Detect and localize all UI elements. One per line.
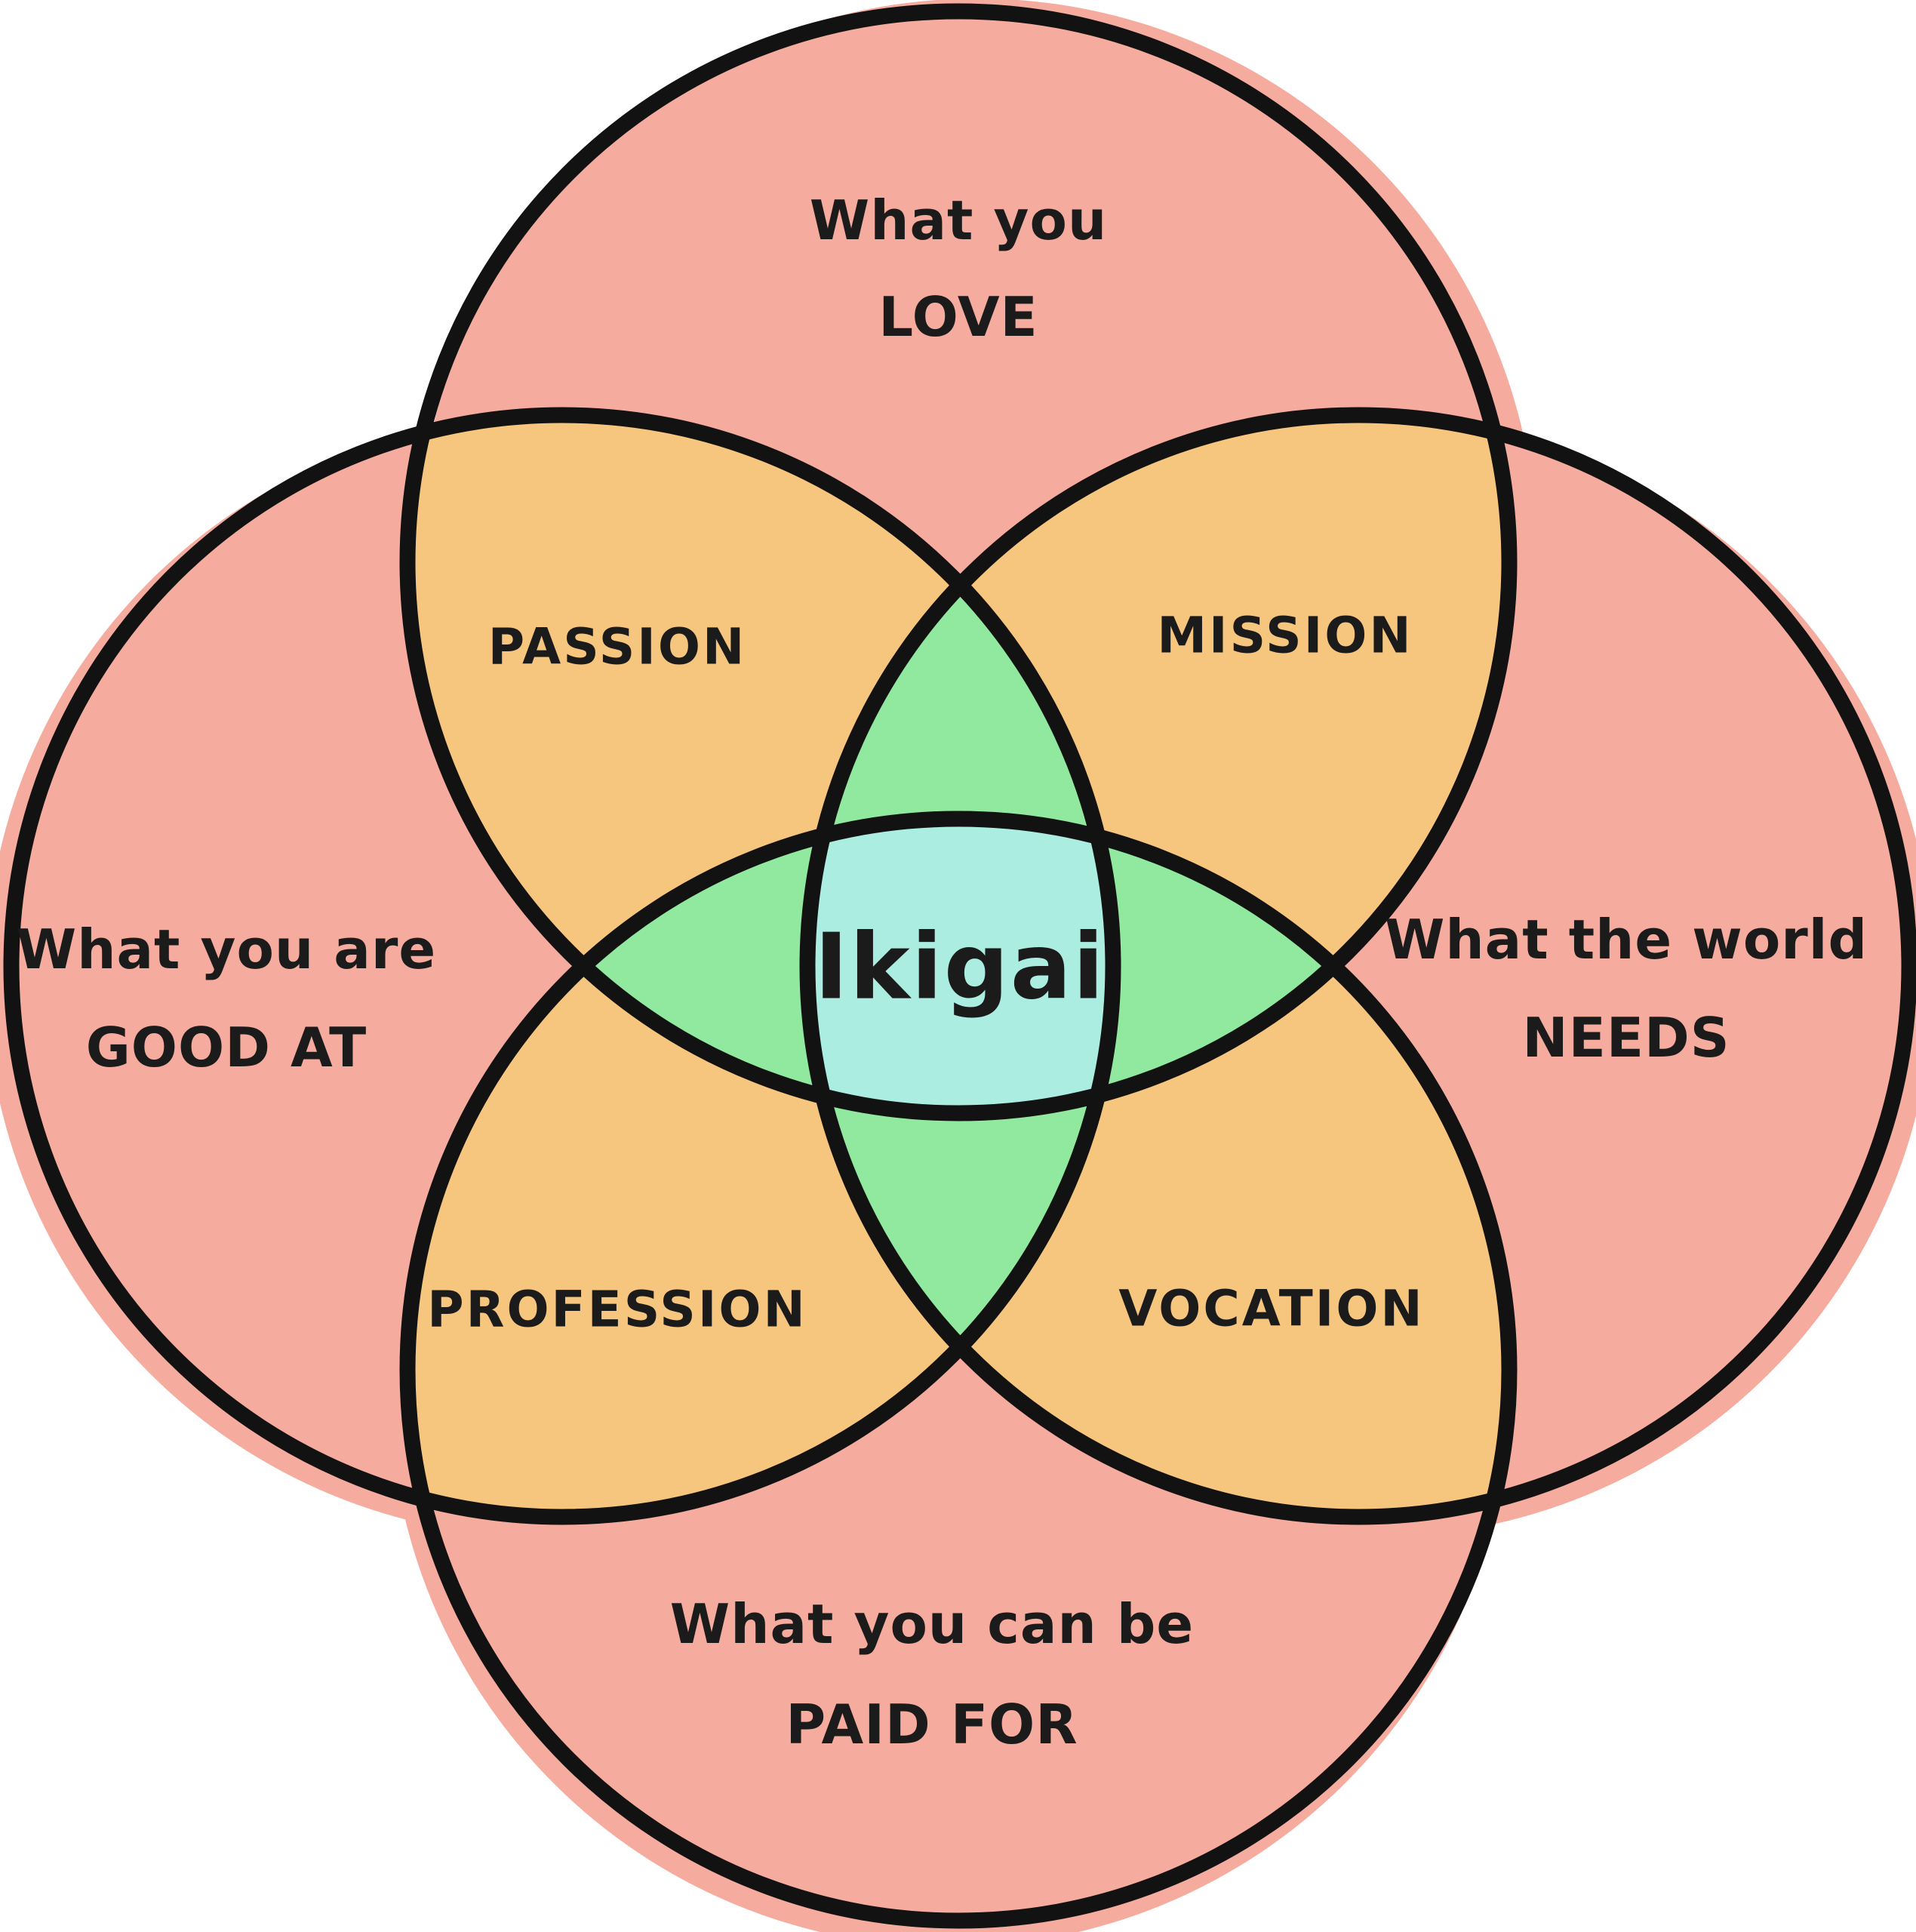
love-label-line1: What you <box>810 189 1107 252</box>
profession-label: PROFESSION <box>427 1281 807 1339</box>
ikigai-label: Ikigai <box>814 915 1106 1020</box>
paid-for-label-line2: PAID FOR <box>786 1693 1078 1756</box>
good-at-label-line2: GOOD AT <box>86 1016 368 1079</box>
passion-label: PASSION <box>488 618 746 676</box>
mission-label: MISSION <box>1157 607 1413 665</box>
love-circle-outline <box>399 3 1518 1121</box>
love-label-line2: LOVE <box>878 285 1038 349</box>
good-at-label-line1: What you are <box>17 918 436 981</box>
paid-for-label-line1: What you can be <box>670 1592 1194 1656</box>
paid-for-circle-outline <box>399 811 1518 1929</box>
circle-outlines <box>3 3 1916 1929</box>
needs-label-line1: What the world <box>1385 908 1868 971</box>
good-at-circle-outline <box>3 407 1121 1525</box>
needs-label-line2: NEEDS <box>1522 1006 1730 1069</box>
vocation-label: VOCATION <box>1118 1280 1424 1338</box>
needs-circle-outline <box>799 407 1916 1525</box>
